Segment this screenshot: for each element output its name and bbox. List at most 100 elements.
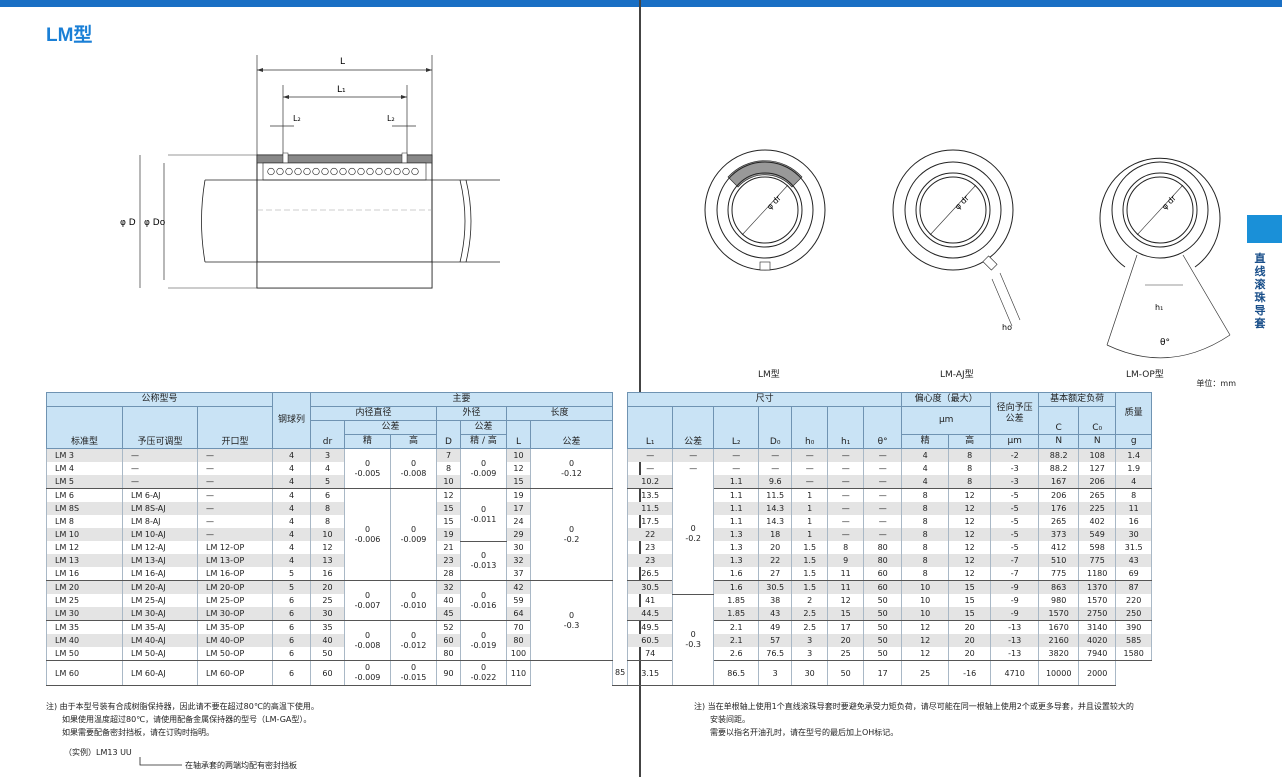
cell-aj: LM 6-AJ bbox=[122, 488, 198, 502]
cell-L2: 3.15 bbox=[627, 660, 674, 686]
inner-high-tol: 0-0.012 bbox=[390, 620, 437, 661]
th-adjustable: 予压可调型 bbox=[122, 406, 198, 449]
cell-C: 1570 bbox=[1038, 607, 1080, 621]
cell-L2: 1.85 bbox=[713, 607, 760, 621]
cell-aj: LM 30-AJ bbox=[122, 607, 198, 621]
cell-ep: 4 bbox=[901, 475, 950, 489]
cell-dr: 40 bbox=[310, 634, 345, 647]
cell-m: 16 bbox=[1115, 515, 1153, 528]
cell-Do: 30.5 bbox=[758, 580, 793, 594]
cell-m: 220 bbox=[1115, 594, 1153, 607]
th-outer: 外径 bbox=[436, 406, 507, 421]
cell-balls: 4 bbox=[272, 515, 311, 528]
cell-h1: 11 bbox=[827, 567, 865, 581]
cell-balls: 6 bbox=[272, 634, 311, 647]
cell-dr: 60 bbox=[310, 660, 345, 686]
cell-ho: — bbox=[791, 462, 829, 475]
cell-op: — bbox=[197, 488, 273, 502]
cell-aj: LM 16-AJ bbox=[122, 567, 198, 581]
cell-rad: -13 bbox=[990, 647, 1040, 661]
cell-aj: LM 40-AJ bbox=[122, 634, 198, 647]
th-prec-high: 精 / 高 bbox=[460, 434, 507, 449]
cell-balls: 4 bbox=[272, 554, 311, 567]
cell-D: 28 bbox=[436, 567, 461, 581]
cell-rad: -5 bbox=[990, 528, 1040, 541]
note-right-2: 安装间距。 bbox=[710, 715, 750, 724]
cell-L2: 1.1 bbox=[713, 515, 760, 528]
cell-m: 390 bbox=[1115, 620, 1153, 634]
cell-L1: 22 bbox=[627, 528, 674, 541]
cell-C: 265 bbox=[1038, 515, 1080, 528]
note-left-3: 如果需要配备密封挡板，请在订购时指明。 bbox=[62, 728, 214, 737]
cell-balls: 6 bbox=[272, 660, 311, 686]
th-ecc-unit: μm bbox=[901, 406, 992, 435]
th-open: 开口型 bbox=[197, 406, 273, 449]
cell-L2: 1.6 bbox=[713, 567, 760, 581]
inner-precise-tol: 0-0.007 bbox=[344, 580, 391, 621]
cell-Do: 76.5 bbox=[758, 647, 793, 661]
cell-D: 52 bbox=[436, 620, 461, 634]
cell-m: 30 bbox=[1115, 528, 1153, 541]
cell-dr: 20 bbox=[310, 580, 345, 594]
cell-Do: 22 bbox=[758, 554, 793, 567]
cell-L: 80 bbox=[506, 634, 531, 647]
cell-L: 30 bbox=[506, 541, 531, 554]
cell-L: 12 bbox=[506, 462, 531, 475]
cell-Do: 14.3 bbox=[758, 515, 793, 528]
dim-L2-right: L₂ bbox=[387, 114, 395, 123]
th-Do: D₀ bbox=[758, 406, 793, 449]
outer-tol: 0-0.013 bbox=[460, 541, 507, 581]
cell-Co: 7940 bbox=[1078, 647, 1117, 661]
cell-balls: 6 bbox=[272, 620, 311, 634]
cell-h1: — bbox=[827, 475, 865, 489]
th-precise: 精 bbox=[344, 434, 391, 449]
cell-std: LM 5 bbox=[46, 475, 123, 489]
cell-ho: 1 bbox=[791, 502, 829, 515]
side-tab bbox=[1247, 215, 1282, 243]
cell-D: 15 bbox=[436, 515, 461, 528]
cell-op: — bbox=[197, 528, 273, 541]
cell-D: 21 bbox=[436, 541, 461, 554]
cell-eh: 15 bbox=[948, 607, 992, 621]
length-tol: 0-0.2 bbox=[530, 488, 613, 581]
cell-std: LM 3 bbox=[46, 448, 123, 462]
cell-th: — bbox=[863, 502, 903, 515]
cell-L1: 13.5 bbox=[627, 488, 674, 502]
cell-m: 43 bbox=[1115, 554, 1153, 567]
cell-L2: 1.1 bbox=[713, 475, 760, 489]
cell-L: 70 bbox=[506, 620, 531, 634]
cell-Co: 10000 bbox=[1038, 660, 1080, 686]
cell-m: 585 bbox=[1115, 634, 1153, 647]
cell-L1: 23 bbox=[627, 554, 674, 567]
lm-aj-ring-ho: ho bbox=[1002, 323, 1012, 332]
cell-D: 60 bbox=[436, 634, 461, 647]
cell-L: 15 bbox=[506, 475, 531, 489]
cell-L2: 2.1 bbox=[713, 620, 760, 634]
length-tol: 0-0.12 bbox=[530, 448, 613, 489]
inner-high-tol: 0-0.015 bbox=[390, 660, 437, 686]
cell-ep: 4 bbox=[901, 448, 950, 462]
lm-ring-drawing: φ dr bbox=[704, 149, 826, 271]
th-outer-tol: 公差 bbox=[460, 420, 507, 435]
cell-dr: 12 bbox=[310, 541, 345, 554]
cell-C: 2160 bbox=[1038, 634, 1080, 647]
th-L2: L₂ bbox=[713, 406, 760, 449]
cell-L1: 23 bbox=[627, 541, 674, 554]
cell-dr: 4 bbox=[310, 462, 345, 475]
cell-L1: 60.5 bbox=[627, 634, 674, 647]
inner-high-tol: 0-0.010 bbox=[390, 580, 437, 621]
cell-eh: 20 bbox=[948, 634, 992, 647]
cell-ep: 17 bbox=[863, 660, 903, 686]
cell-balls: 6 bbox=[272, 594, 311, 607]
cell-dr: 8 bbox=[310, 515, 345, 528]
cell-aj: LM 25-AJ bbox=[122, 594, 198, 607]
cell-m: 2000 bbox=[1078, 660, 1117, 686]
example-bracket bbox=[139, 757, 182, 766]
cell-Co: 1370 bbox=[1078, 580, 1117, 594]
cell-ho: 3 bbox=[791, 634, 829, 647]
spec-table: 公称型号 钢球列 主要 尺寸 偏心度（最大） 径向予压公差 基本额定负荷 质量 … bbox=[46, 392, 1153, 686]
cell-Do: 49 bbox=[758, 620, 793, 634]
cell-h1: 17 bbox=[827, 620, 865, 634]
